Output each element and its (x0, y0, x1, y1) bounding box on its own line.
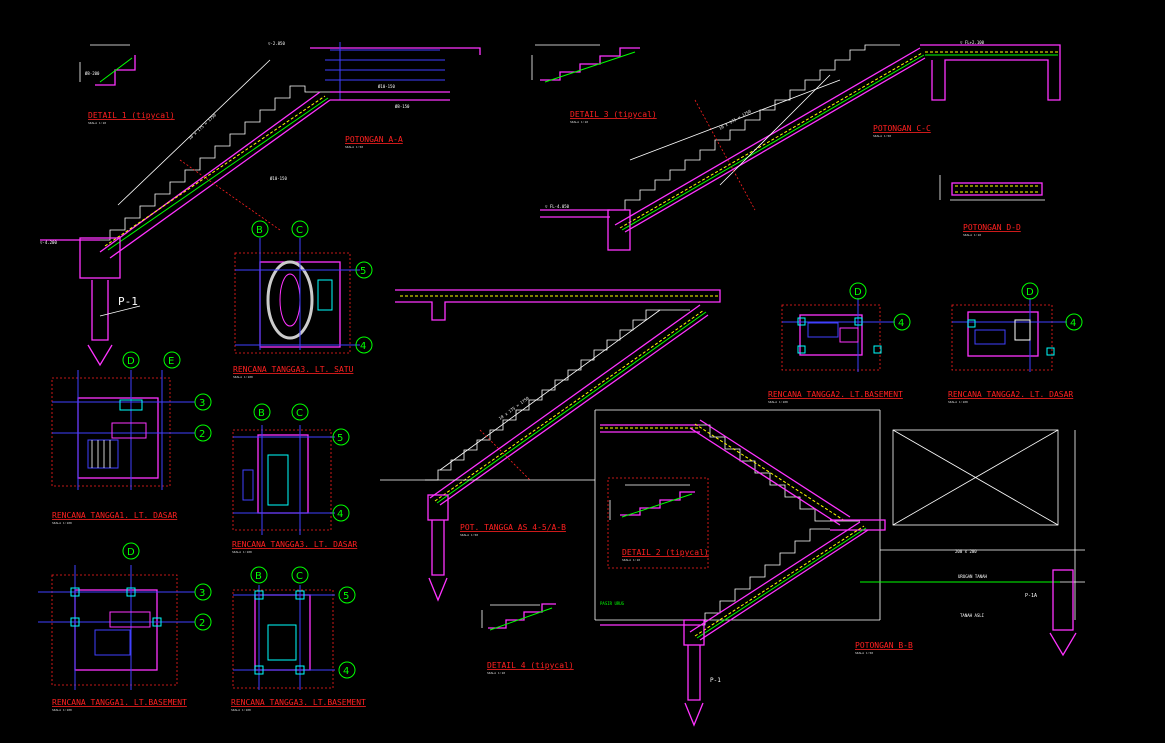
detail-4-title: DETAIL 4 (tipycal) (487, 661, 574, 670)
plan-tangga3-lt-satu-scale: SKALA 1:100 (233, 375, 253, 379)
section-d-d-scale: SKALA 1:10 (963, 233, 981, 237)
section-b-b-urugan-label: URUGAN TANAH (958, 574, 987, 579)
grid-5-bubble-basement3: 5 (343, 591, 349, 602)
grid-4-bubble-dasar3: 4 (337, 509, 343, 520)
plan-tangga3-lt-satu-title: RENCANA TANGGA3. LT. SATU (233, 365, 354, 374)
section-tangga-as-drawing: 10 x 175 = 1750 (380, 289, 721, 602)
grid-5-bubble-satu: 5 (360, 266, 366, 277)
detail-4-scale: SKALA 1:10 (487, 671, 505, 675)
svg-text:PASIR URUG: PASIR URUG (600, 601, 625, 606)
plan-tangga1-lt-basement-scale: SKALA 1:100 (52, 708, 72, 712)
section-d-d-title: POTONGAN D-D (963, 223, 1021, 232)
grid-4-bubble-basement2: 4 (898, 318, 904, 329)
grid-c-bubble-basement3: C (296, 571, 303, 582)
section-c-c-scale: SKALA 1:50 (873, 134, 891, 138)
svg-text:Ø10-150: Ø10-150 (270, 176, 287, 181)
grid-e-bubble-dasar1: E (168, 356, 174, 367)
grid-3-bubble-dasar1: 3 (199, 398, 205, 409)
grid-4-bubble-dasar2: 4 (1070, 318, 1076, 329)
svg-text:▽-4.200: ▽-4.200 (40, 240, 57, 245)
detail-3-scale: SKALA 1:10 (570, 120, 588, 124)
plan-tangga3-lt-dasar-scale: SKALA 1:100 (232, 550, 252, 554)
section-a-a-drawing: 10 x 175 = 1750 ▽-4.200 P-1 Ø10-150 Ø8-1… (40, 41, 481, 367)
plan-tangga1-lt-basement (38, 565, 195, 690)
svg-text:Ø8-200: Ø8-200 (85, 71, 100, 76)
grid-b-bubble-basement3: B (255, 571, 262, 582)
detail-3-title: DETAIL 3 (tipycal) (570, 110, 657, 119)
plan-tangga1-lt-dasar-title: RENCANA TANGGA1. LT. DASAR (52, 511, 177, 520)
grid-3-bubble-basement1: 3 (199, 588, 205, 599)
section-tangga-as-title: POT. TANGGA AS 4-5/A-B (460, 523, 566, 532)
svg-text:Ø10-150: Ø10-150 (378, 84, 395, 89)
svg-text:▽ FL-4.050: ▽ FL-4.050 (545, 204, 570, 209)
p1-label-right: P-1 (710, 677, 721, 684)
p1a-label: P-1A (1025, 593, 1037, 599)
grid-4-bubble-basement3: 4 (343, 666, 349, 677)
plan-tangga3-lt-dasar-title: RENCANA TANGGA3. LT. DASAR (232, 540, 357, 549)
section-b-b-tanah-label: TANAH ASLI (960, 613, 985, 618)
plan-tangga1-lt-dasar (51, 370, 195, 490)
plan-tangga3-lt-basement-scale: SKALA 1:100 (231, 708, 251, 712)
detail-4-drawing (481, 603, 556, 631)
plan-tangga2-lt-dasar-title: RENCANA TANGGA2. LT. DASAR (948, 390, 1073, 399)
plan-tangga2-lt-dasar (951, 298, 1067, 372)
svg-text:▽-2.850: ▽-2.850 (268, 41, 285, 46)
detail-1-scale: SKALA 1:10 (88, 121, 106, 125)
grid-5-bubble-dasar3: 5 (337, 433, 343, 444)
plan-tangga3-lt-basement (232, 585, 335, 690)
grid-2-bubble-dasar1: 2 (199, 429, 205, 440)
plan-tangga2-lt-basement-title: RENCANA TANGGA2. LT.BASEMENT (768, 390, 903, 399)
grid-d-bubble-basement2: D (854, 287, 862, 298)
grid-d-bubble-dasar1: D (127, 356, 135, 367)
grid-4-bubble-satu: 4 (360, 341, 366, 352)
grid-b-bubble-satu: B (256, 225, 263, 236)
plan-tangga1-lt-dasar-scale: SKALA 1:100 (52, 521, 72, 525)
detail-3-drawing (531, 44, 640, 83)
section-a-a-scale: SKALA 1:50 (345, 145, 363, 149)
svg-text:10 x 175 = 1750: 10 x 175 = 1750 (718, 108, 752, 131)
svg-text:Ø8-150: Ø8-150 (395, 104, 410, 109)
detail-2-scale: SKALA 1:10 (622, 558, 640, 562)
svg-text:▽ FL+2.100: ▽ FL+2.100 (960, 40, 985, 45)
grid-b-bubble-dasar3: B (258, 408, 265, 419)
section-c-c-drawing: 10 x 175 = 1750 ▽ FL+2.100 ▽ FL-4.050 (540, 40, 1061, 251)
section-a-a-title: POTONGAN A-A (345, 135, 403, 144)
grid-c-bubble-dasar3: C (296, 408, 303, 419)
grid-2-bubble-basement1: 2 (199, 618, 205, 629)
section-b-b-scale: SKALA 1:50 (855, 651, 873, 655)
section-b-b-size-label: 200 x 200 (955, 549, 977, 554)
plan-tangga2-lt-dasar-scale: SKALA 1:100 (948, 400, 968, 404)
grid-c-bubble-satu: C (296, 225, 303, 236)
svg-text:10 x 175 = 1750: 10 x 175 = 1750 (187, 112, 217, 141)
detail-1-drawing: Ø8-200 (79, 44, 136, 86)
section-b-b-title: POTONGAN B-B (855, 641, 913, 650)
section-d-d-drawing (939, 175, 1045, 201)
plan-tangga3-lt-satu (234, 238, 360, 354)
section-b-b-drawing (594, 409, 1085, 727)
plan-tangga3-lt-dasar (232, 425, 335, 535)
plan-tangga2-lt-basement (781, 298, 895, 372)
detail-2-title: DETAIL 2 (tipycal) (622, 548, 709, 557)
plan-tangga2-lt-basement-scale: SKALA 1:100 (768, 400, 788, 404)
plan-tangga1-lt-basement-title: RENCANA TANGGA1. LT.BASEMENT (52, 698, 187, 707)
detail-1-title: DETAIL 1 (tipycal) (88, 111, 175, 120)
section-tangga-as-scale: SKALA 1:50 (460, 533, 478, 537)
grid-d-bubble-dasar2: D (1026, 287, 1034, 298)
p1-label-left: P-1 (118, 295, 138, 308)
section-c-c-title: POTONGAN C-C (873, 124, 931, 133)
plan-tangga3-lt-basement-title: RENCANA TANGGA3. LT.BASEMENT (231, 698, 366, 707)
grid-d-bubble-basement1: D (127, 547, 135, 558)
